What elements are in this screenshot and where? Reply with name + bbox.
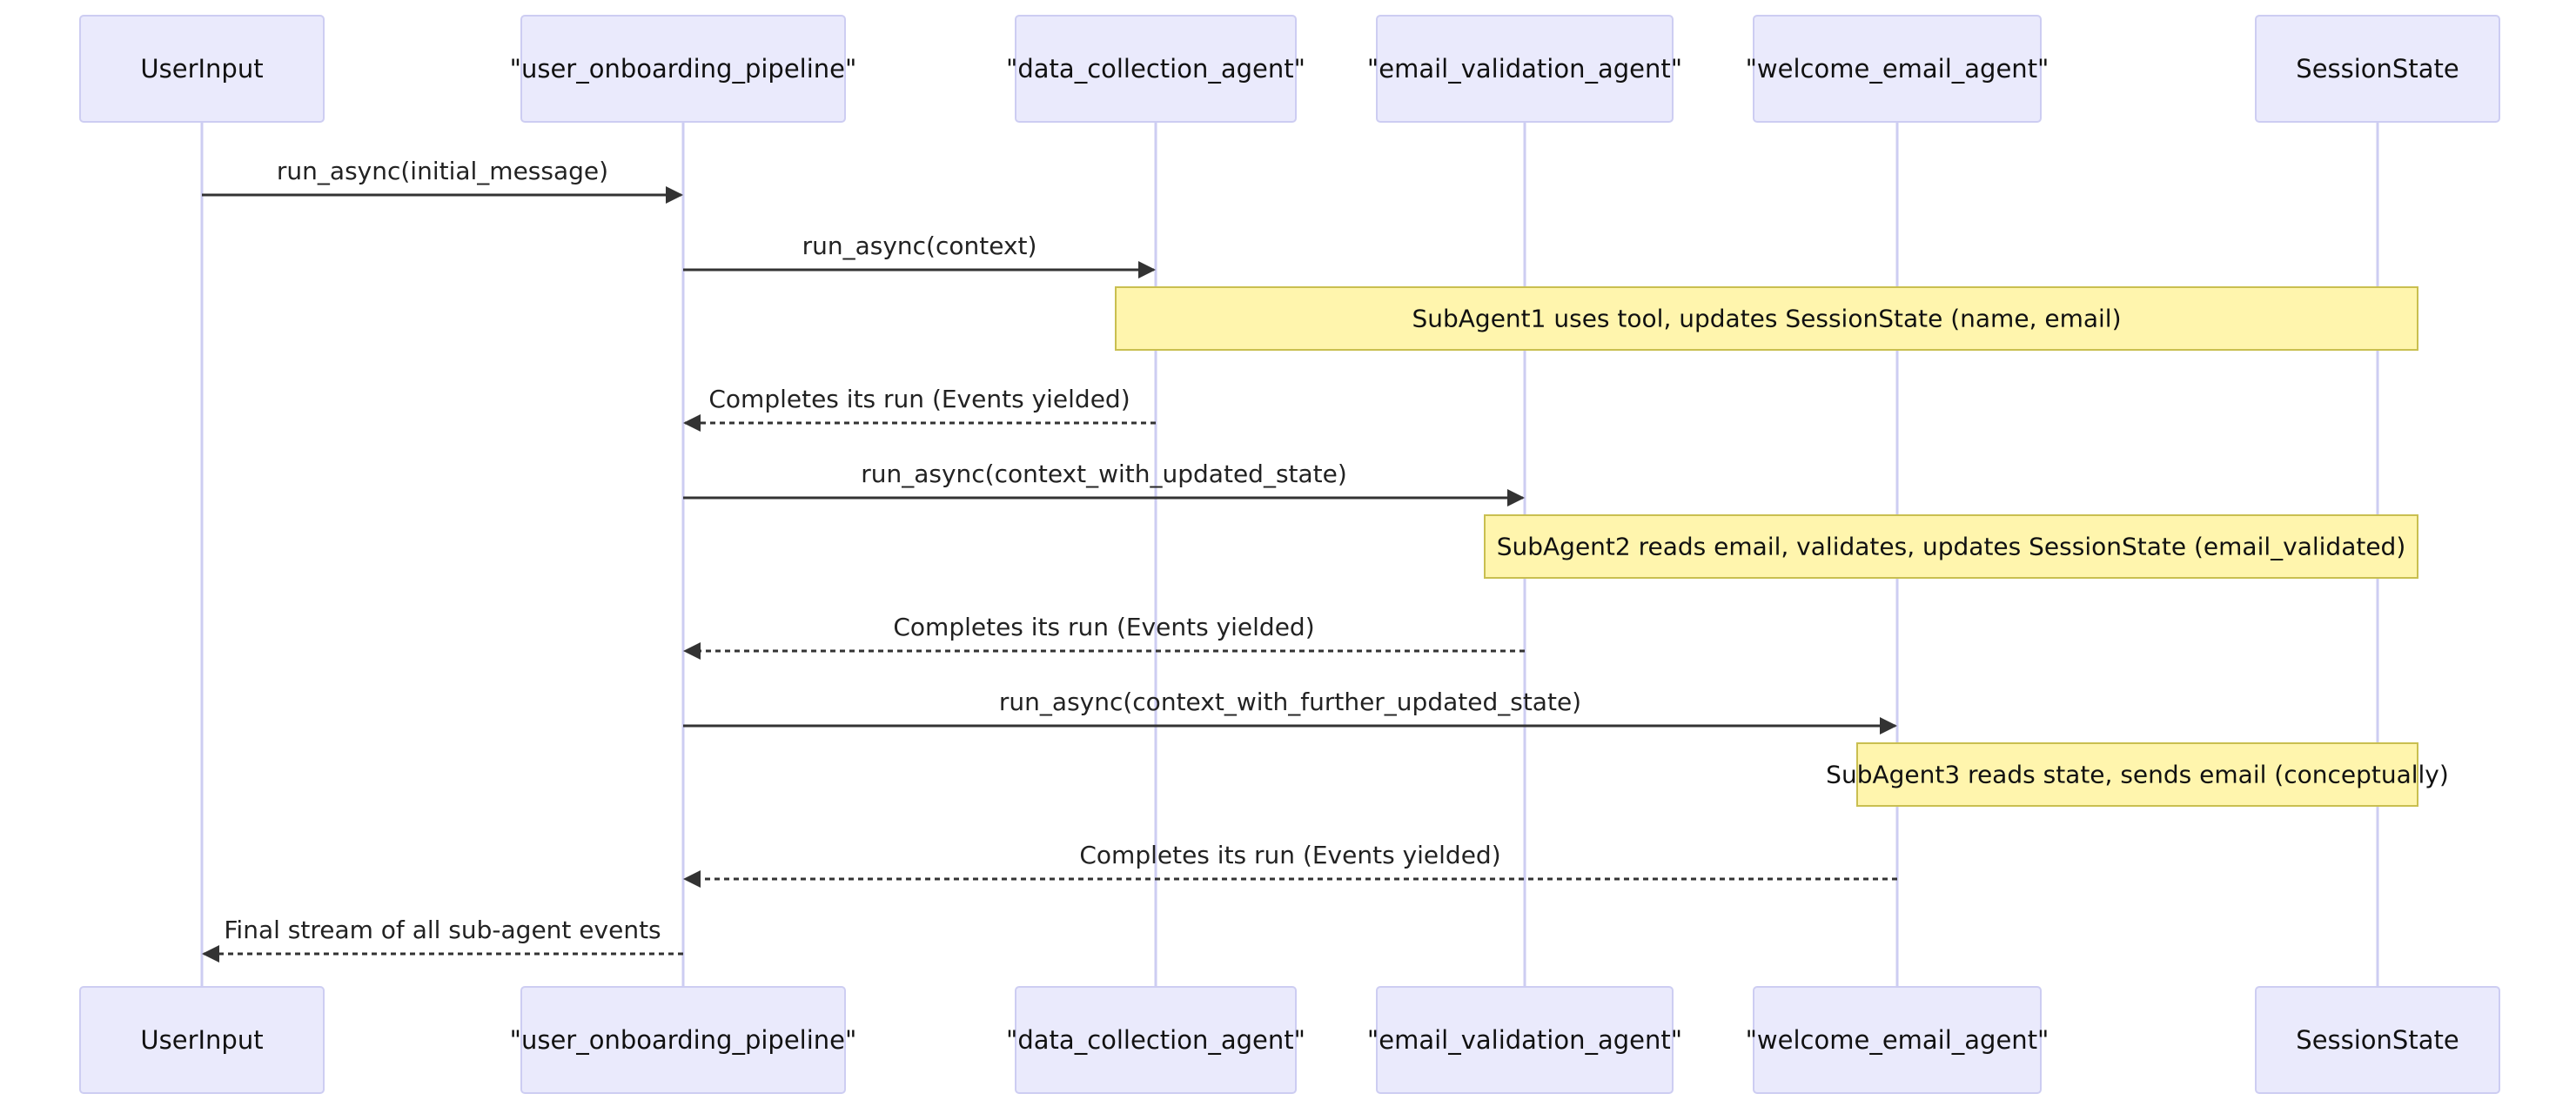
participant-label: "email_validation_agent" <box>1367 1025 1682 1055</box>
message-8: Final stream of all sub-agent events <box>202 916 683 963</box>
participant-top-pipeline: "user_onboarding_pipeline" <box>510 15 857 123</box>
participant-bottom-welcome: "welcome_email_agent" <box>1746 986 2049 1094</box>
participant-label: UserInput <box>140 54 263 84</box>
note-text: SubAgent1 uses tool, updates SessionStat… <box>1412 305 2121 333</box>
message-label: Completes its run (Events yielded) <box>708 385 1130 413</box>
note-box <box>1856 742 2418 807</box>
participant-label: "data_collection_agent" <box>1006 1025 1305 1055</box>
note-box <box>1115 286 2418 351</box>
note-2: SubAgent2 reads email, validates, update… <box>1484 514 2418 579</box>
participant-box <box>520 986 846 1094</box>
participant-label: SessionState <box>2296 54 2459 84</box>
participant-label: SessionState <box>2296 1025 2459 1055</box>
message-5: Completes its run (Events yielded) <box>683 613 1525 660</box>
participant-label: "user_onboarding_pipeline" <box>510 54 857 84</box>
note-box <box>1484 514 2418 579</box>
participant-box <box>520 15 846 123</box>
message-label: run_async(initial_message) <box>277 157 608 185</box>
participant-box <box>2255 986 2500 1094</box>
message-label: Completes its run (Events yielded) <box>1079 841 1500 869</box>
message-3: Completes its run (Events yielded) <box>683 385 1156 432</box>
message-7: Completes its run (Events yielded) <box>683 841 1897 888</box>
message-label: run_async(context_with_updated_state) <box>861 460 1347 488</box>
note-3: SubAgent3 reads state, sends email (conc… <box>1826 742 2449 807</box>
message-label: Completes its run (Events yielded) <box>893 613 1314 641</box>
participant-bottom-pipeline: "user_onboarding_pipeline" <box>510 986 857 1094</box>
participant-top-SessionState: SessionState <box>2255 15 2500 123</box>
participant-bottom-collector: "data_collection_agent" <box>1006 986 1305 1094</box>
participant-box <box>1015 986 1297 1094</box>
note-text: SubAgent2 reads email, validates, update… <box>1497 533 2406 561</box>
participant-label: "email_validation_agent" <box>1367 54 1682 84</box>
participant-box <box>1015 15 1297 123</box>
participant-top-collector: "data_collection_agent" <box>1006 15 1305 123</box>
message-2: run_async(context) <box>683 231 1156 278</box>
participant-box <box>79 986 325 1094</box>
note-1: SubAgent1 uses tool, updates SessionStat… <box>1115 286 2418 351</box>
participant-label: "data_collection_agent" <box>1006 54 1305 84</box>
participant-label: UserInput <box>140 1025 263 1055</box>
participant-top-welcome: "welcome_email_agent" <box>1746 15 2049 123</box>
message-6: run_async(context_with_further_updated_s… <box>683 688 1897 735</box>
message-4: run_async(context_with_updated_state) <box>683 460 1525 507</box>
participant-top-UserInput: UserInput <box>79 15 325 123</box>
message-label: run_async(context_with_further_updated_s… <box>999 688 1581 716</box>
participant-label: "welcome_email_agent" <box>1746 54 2049 84</box>
participant-box <box>1753 986 2042 1094</box>
participant-bottom-SessionState: SessionState <box>2255 986 2500 1094</box>
participant-bottom-validator: "email_validation_agent" <box>1367 986 1682 1094</box>
participant-top-validator: "email_validation_agent" <box>1367 15 1682 123</box>
participant-label: "user_onboarding_pipeline" <box>510 1025 857 1055</box>
participant-box <box>2255 15 2500 123</box>
message-label: run_async(context) <box>802 231 1037 260</box>
participant-box <box>1753 15 2042 123</box>
note-text: SubAgent3 reads state, sends email (conc… <box>1826 761 2449 789</box>
participant-box <box>79 15 325 123</box>
message-1: run_async(initial_message) <box>202 157 683 204</box>
message-label: Final stream of all sub-agent events <box>224 916 661 944</box>
participant-box <box>1376 986 1674 1094</box>
participant-box <box>1376 15 1674 123</box>
participant-label: "welcome_email_agent" <box>1746 1025 2049 1055</box>
participant-bottom-UserInput: UserInput <box>79 986 325 1094</box>
